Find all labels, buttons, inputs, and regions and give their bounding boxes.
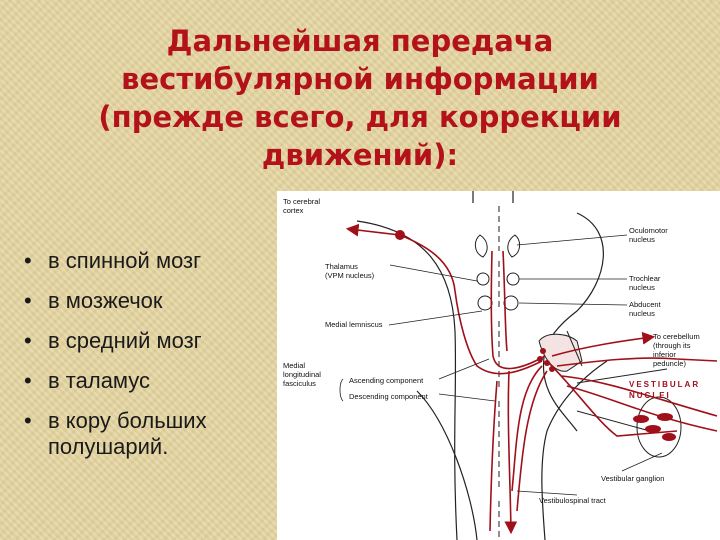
- vestibular-ganglion-outline: [636, 396, 682, 458]
- label-vestibular-nuclei: NUCLEI: [629, 391, 671, 400]
- label-thalamus: Thalamus: [325, 262, 358, 271]
- red-pathways: [345, 223, 718, 535]
- label-cerebellum: inferior: [653, 350, 676, 359]
- label-mlf: fasciculus: [283, 379, 316, 388]
- cranial-nuclei: [475, 234, 520, 311]
- title-line: вестибулярной информации: [121, 62, 599, 96]
- label-thalamus: (VPM nucleus): [325, 271, 375, 280]
- label-ascending: Ascending component: [349, 376, 424, 385]
- title-line: движений):: [261, 138, 459, 172]
- label-mlf: Medial: [283, 361, 305, 370]
- label-vestibular-ganglion: Vestibular ganglion: [601, 474, 664, 483]
- title-line: (прежде всего, для коррекции: [98, 100, 622, 134]
- bullet-list: в спинной мозг в мозжечок в средний мозг…: [22, 248, 262, 460]
- leader-lines: [339, 234, 663, 496]
- bullet-item: в спинной мозг: [22, 248, 262, 274]
- label-oculomotor: Oculomotor: [629, 226, 668, 235]
- vestibular-nerve: [576, 368, 668, 434]
- label-trochlear: nucleus: [629, 283, 655, 292]
- label-vestibulospinal-tract: Vestibulospinal tract: [539, 496, 607, 505]
- bullet-item: в кору больших полушарий.: [22, 408, 262, 460]
- bullet-item: в таламус: [22, 368, 262, 394]
- label-trochlear: Trochlear: [629, 274, 661, 283]
- label-oculomotor: nucleus: [629, 235, 655, 244]
- label-abducent: nucleus: [629, 309, 655, 318]
- label-cerebellum: To cerebellum: [653, 332, 700, 341]
- label-descending: Descending component: [349, 392, 429, 401]
- label-vestibular-nuclei: VESTIBULAR: [629, 380, 700, 389]
- label-cerebellum: peduncle): [653, 359, 686, 368]
- label-mlf: longitudinal: [283, 370, 321, 379]
- label-cerebellum: (through its: [653, 341, 691, 350]
- title-line: Дальнейшая передача: [166, 24, 554, 58]
- red-cell-bodies: [395, 230, 676, 441]
- label-cerebral-cortex: cortex: [283, 206, 304, 215]
- bullet-item: в средний мозг: [22, 328, 262, 354]
- brainstem-outline: [356, 191, 608, 540]
- label-medial-lemniscus: Medial lemniscus: [325, 320, 383, 329]
- bullet-item: в мозжечок: [22, 288, 262, 314]
- label-cerebral-cortex: To cerebral: [283, 197, 320, 206]
- label-abducent: Abducent: [629, 300, 662, 309]
- slide-title: Дальнейшая передача вестибулярной информ…: [40, 22, 680, 174]
- diagram-svg: To cerebral cortex Thalamus (VPM nucleus…: [283, 191, 718, 540]
- vestibular-pathway-diagram: To cerebral cortex Thalamus (VPM nucleus…: [277, 191, 720, 540]
